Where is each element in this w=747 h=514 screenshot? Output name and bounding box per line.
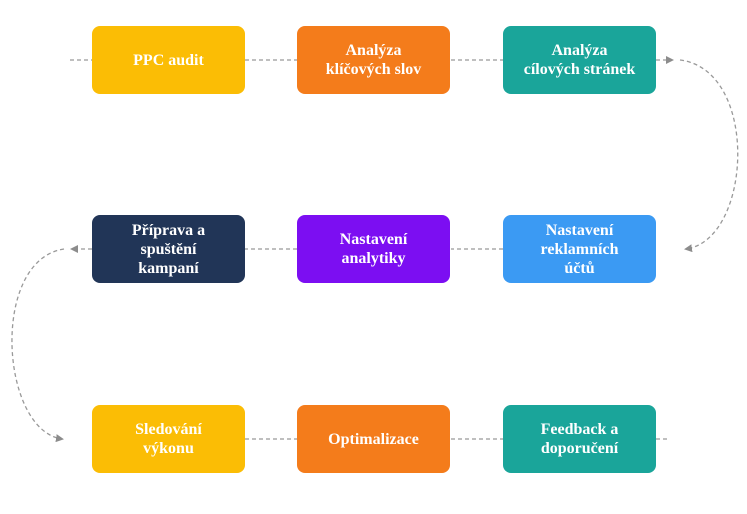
step-ad-account-setup: Nastavení reklamních účtů: [503, 215, 656, 283]
step-performance-tracking: Sledování výkonu: [92, 405, 245, 473]
step-optimization: Optimalizace: [297, 405, 450, 473]
step-feedback: Feedback a doporučení: [503, 405, 656, 473]
step-ppc-audit: PPC audit: [92, 26, 245, 94]
connector-right-curve: [679, 59, 739, 253]
step-analytics-setup: Nastavení analytiky: [297, 215, 450, 283]
step-campaign-launch: Příprava a spuštění kampaní: [92, 215, 245, 283]
step-landing-page-analysis: Analýza cílových stránek: [503, 26, 656, 94]
step-keyword-analysis: Analýza klíčových slov: [297, 26, 450, 94]
connector-left-curve: [11, 248, 65, 443]
